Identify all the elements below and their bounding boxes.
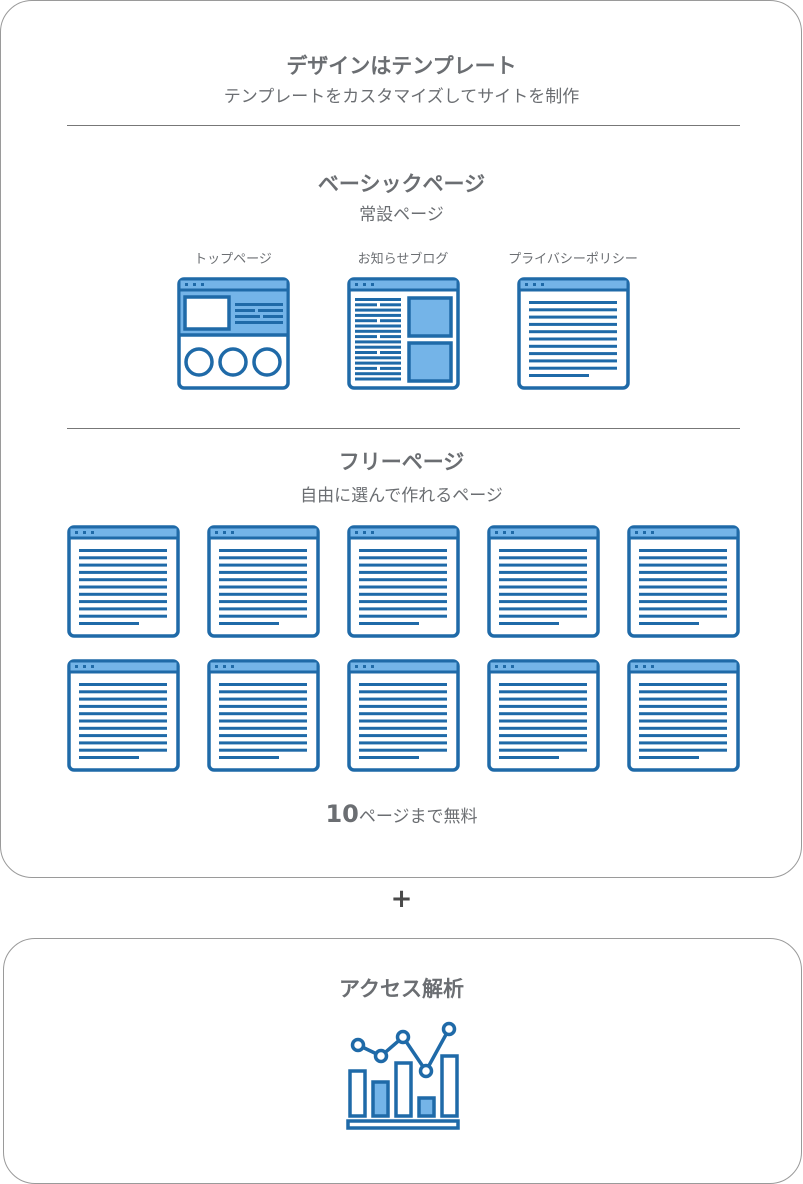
section-subtitle: テンプレートをカスタマイズしてサイトを制作 [223, 87, 580, 107]
label-news-blog: お知らせブログ [357, 252, 449, 267]
news-blog-icon [347, 277, 460, 390]
free-page-icon [67, 525, 180, 638]
plus-sign: + [390, 884, 413, 914]
free-page-icon [207, 525, 320, 638]
divider [67, 428, 740, 429]
analytics-chart-icon [346, 1021, 460, 1130]
divider [67, 125, 740, 126]
top-page-icon [177, 277, 290, 390]
free-note-text: ページまで無料 [358, 807, 478, 827]
free-note: 10ページまで無料 [0, 800, 803, 828]
label-top-page: トップページ [194, 252, 272, 267]
section-title: デザインはテンプレート [286, 54, 517, 78]
template-card [0, 0, 802, 878]
free-page-icon [207, 659, 320, 772]
analytics-title: アクセス解析 [339, 977, 464, 1001]
basic-title: ベーシックページ [317, 172, 486, 196]
free-page-icon [627, 525, 740, 638]
free-page-icon [347, 525, 460, 638]
privacy-policy-icon [517, 277, 630, 390]
free-subtitle: 自由に選んで作れるページ [300, 486, 503, 506]
free-note-count: 10 [325, 800, 359, 828]
free-page-icon [347, 659, 460, 772]
free-title: フリーページ [338, 450, 465, 474]
free-page-icon [487, 659, 600, 772]
free-page-icon [627, 659, 740, 772]
label-privacy-policy: プライバシーポリシー [508, 252, 638, 267]
free-page-icon [487, 525, 600, 638]
free-page-icon [67, 659, 180, 772]
basic-subtitle: 常設ページ [359, 205, 444, 225]
